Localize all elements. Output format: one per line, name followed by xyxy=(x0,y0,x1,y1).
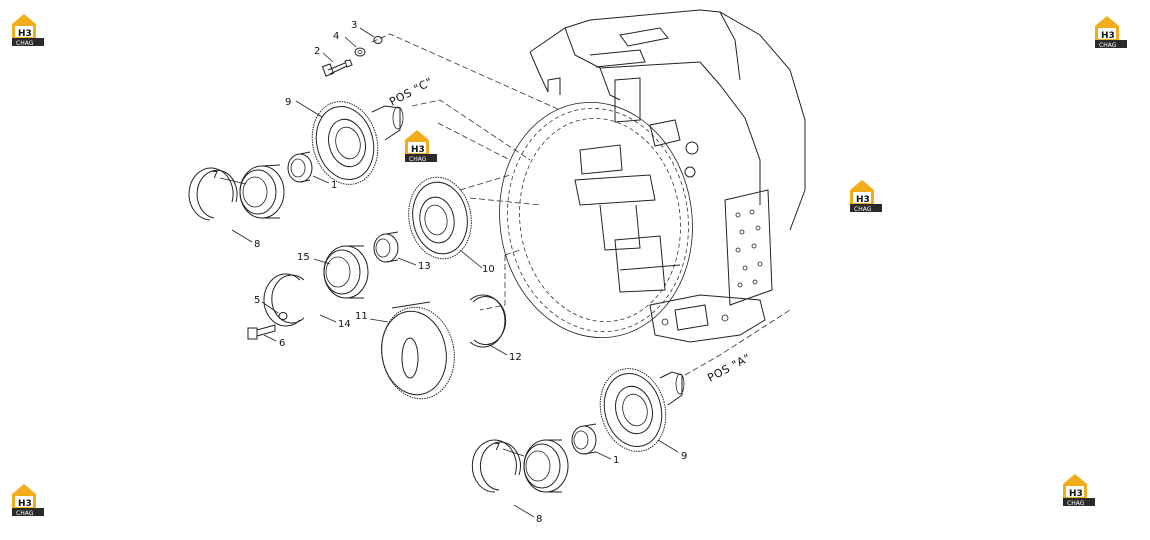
label-7-lower: 7 xyxy=(494,442,500,453)
transmission-housing xyxy=(499,9,806,343)
snap-ring-8-upper xyxy=(188,167,238,221)
label-10: 10 xyxy=(482,264,495,275)
label-14: 14 xyxy=(338,319,351,330)
sleeve-1-upper xyxy=(287,151,313,183)
snap-ring-12 xyxy=(469,294,507,348)
svg-text:CHAG: CHAG xyxy=(409,156,427,163)
sleeve-1-lower xyxy=(571,423,597,455)
label-9-upper: 9 xyxy=(285,97,291,108)
svg-text:CHAG: CHAG xyxy=(1099,42,1117,49)
snap-ring-14 xyxy=(263,273,305,327)
svg-text:CHAG: CHAG xyxy=(854,206,872,213)
bearing-15 xyxy=(323,245,369,299)
gear-9-upper xyxy=(311,101,404,185)
label-2: 2 xyxy=(314,46,320,57)
label-3: 3 xyxy=(351,20,357,31)
pos-a-label: POS "A" xyxy=(705,351,753,385)
bolt-2 xyxy=(321,59,353,77)
watermark-logo-top-left: H3 CHAG xyxy=(12,14,44,47)
svg-text:H3: H3 xyxy=(411,145,425,155)
label-11: 11 xyxy=(355,311,368,322)
svg-text:H3: H3 xyxy=(1101,31,1115,41)
washer-4 xyxy=(354,47,366,57)
svg-text:H3: H3 xyxy=(18,499,32,509)
watermark-logo-bottom-left: H3 CHAG xyxy=(12,484,44,517)
watermark-logo-center: H3 CHAG xyxy=(405,130,437,163)
label-12: 12 xyxy=(509,352,522,363)
svg-text:CHAG: CHAG xyxy=(16,510,34,517)
label-6: 6 xyxy=(279,338,285,349)
gear-10 xyxy=(408,176,472,260)
watermark-logo-bottom-right: H3 CHAG xyxy=(1063,474,1095,507)
label-1-upper: 1 xyxy=(331,180,337,191)
o-ring-3 xyxy=(373,36,383,44)
svg-text:CHAG: CHAG xyxy=(1067,500,1085,507)
svg-text:CHAG: CHAG xyxy=(16,40,34,47)
label-8-lower: 8 xyxy=(536,514,542,525)
watermark-logo-mid-right: H3 CHAG xyxy=(850,180,882,213)
bearing-7-upper xyxy=(239,164,285,219)
svg-text:H3: H3 xyxy=(18,29,32,39)
label-8-upper: 8 xyxy=(254,239,260,250)
bolt-6 xyxy=(247,324,276,340)
gear-11 xyxy=(381,301,455,400)
label-1-lower: 1 xyxy=(613,455,619,466)
leader-lines xyxy=(219,27,679,518)
svg-text:H3: H3 xyxy=(856,195,870,205)
label-4: 4 xyxy=(333,31,339,42)
label-9-lower: 9 xyxy=(681,451,687,462)
assembly-lines xyxy=(371,33,791,376)
watermark-logo-top-right: H3 CHAG xyxy=(1095,16,1127,49)
label-5: 5 xyxy=(254,295,260,306)
label-13: 13 xyxy=(418,261,431,272)
sleeve-13 xyxy=(373,231,399,263)
svg-text:H3: H3 xyxy=(1069,489,1083,499)
snap-ring-8-lower xyxy=(471,439,521,493)
gear-9-lower xyxy=(599,368,685,452)
pos-c-label: POS "C" xyxy=(387,75,435,109)
label-15: 15 xyxy=(297,252,310,263)
washer-5 xyxy=(278,312,288,320)
label-7-upper: 7 xyxy=(212,170,218,181)
bearing-7-lower xyxy=(523,439,569,493)
